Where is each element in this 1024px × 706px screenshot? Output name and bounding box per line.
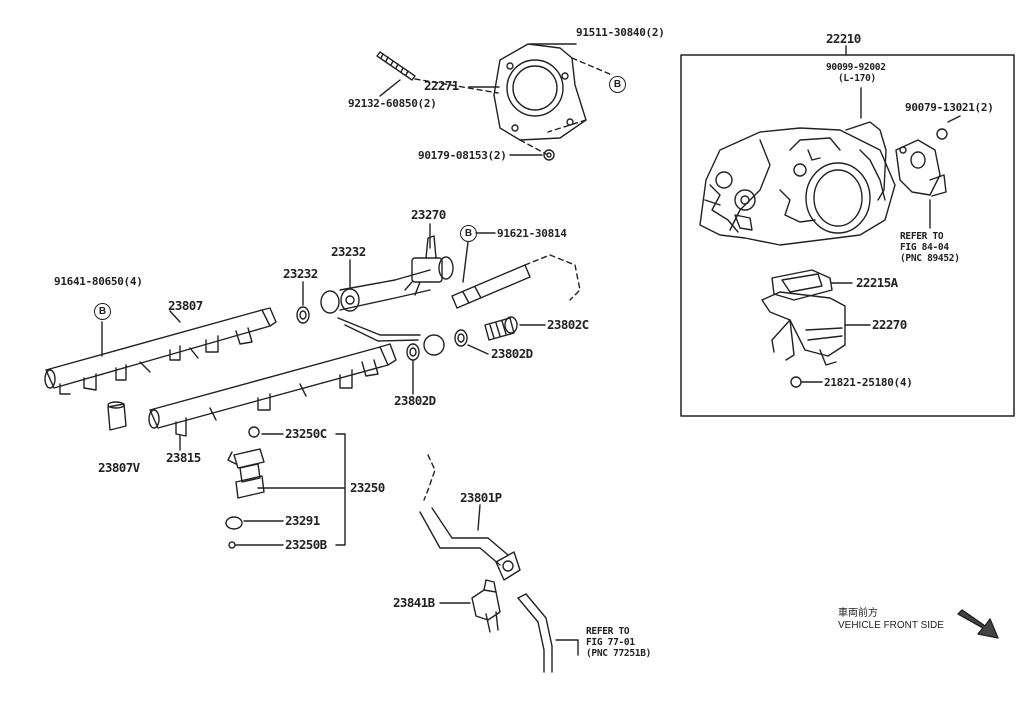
marker-b-left: B bbox=[94, 303, 111, 320]
nut-90179 bbox=[544, 150, 554, 160]
label-23841b[interactable]: 23841B bbox=[393, 595, 435, 610]
label-23802c[interactable]: 23802C bbox=[547, 317, 589, 332]
regulator-23270 bbox=[405, 236, 453, 295]
ref-fig77-line1: REFER TO bbox=[586, 626, 630, 637]
screw-90079 bbox=[937, 129, 947, 139]
injector-23250 bbox=[226, 427, 264, 548]
label-22270[interactable]: 22270 bbox=[872, 317, 907, 332]
throttle-body-22210 bbox=[700, 128, 895, 245]
ref-fig84-line1: REFER TO bbox=[900, 231, 944, 242]
label-23232-ring[interactable]: 23232 bbox=[283, 266, 318, 281]
fuel-rail-23815 bbox=[149, 344, 396, 436]
ref-fig84-line3: (PNC 89452) bbox=[900, 253, 960, 264]
air-valve-22270 bbox=[762, 292, 845, 365]
vacuum-hose bbox=[452, 255, 580, 308]
gasket-22271 bbox=[494, 44, 586, 140]
label-22215a[interactable]: 22215A bbox=[856, 275, 898, 290]
fuel-rail-23807 bbox=[45, 308, 276, 394]
throttle-sensor bbox=[896, 140, 946, 196]
gasket-23802d-b bbox=[407, 344, 419, 360]
marker-b-top: B bbox=[609, 76, 626, 93]
label-23291[interactable]: 23291 bbox=[285, 513, 320, 528]
label-90099-note: (L-170) bbox=[838, 73, 876, 84]
vehicle-front-en: VEHICLE FRONT SIDE bbox=[838, 620, 944, 631]
label-23250[interactable]: 23250 bbox=[350, 480, 385, 495]
label-23270[interactable]: 23270 bbox=[411, 207, 446, 222]
label-23801p[interactable]: 23801P bbox=[460, 490, 502, 505]
clamp-23841b bbox=[472, 580, 500, 632]
ref-fig84-line2[interactable]: FIG 84-04 bbox=[900, 242, 949, 253]
ring-23232a bbox=[297, 307, 309, 323]
fuel-pipe-23232 bbox=[321, 270, 430, 341]
gasket-23802d-a bbox=[455, 330, 467, 346]
label-22271[interactable]: 22271 bbox=[424, 78, 459, 93]
label-22210[interactable]: 22210 bbox=[826, 31, 861, 46]
label-23232-pipe[interactable]: 23232 bbox=[331, 244, 366, 259]
seal-23807v bbox=[108, 402, 126, 430]
ref-fig77-line2[interactable]: FIG 77-01 bbox=[586, 637, 635, 648]
label-23250c[interactable]: 23250C bbox=[285, 426, 327, 441]
label-90099-92002[interactable]: 90099-92002 bbox=[826, 62, 886, 73]
label-90079-13021[interactable]: 90079-13021(2) bbox=[905, 101, 994, 114]
label-23802d-upper[interactable]: 23802D bbox=[491, 346, 533, 361]
inset-frame bbox=[681, 55, 1014, 416]
front-arrow-icon bbox=[958, 610, 998, 638]
gasket-22215a bbox=[772, 270, 832, 300]
marker-b-mid: B bbox=[460, 225, 477, 242]
label-23807v[interactable]: 23807V bbox=[98, 460, 140, 475]
label-92132-60850[interactable]: 92132-60850(2) bbox=[348, 97, 437, 110]
label-23815[interactable]: 23815 bbox=[166, 450, 201, 465]
vehicle-front-jp: 車両前方 bbox=[838, 608, 878, 619]
label-23802d-lower[interactable]: 23802D bbox=[394, 393, 436, 408]
hose-90099 bbox=[846, 122, 886, 200]
label-23250b[interactable]: 23250B bbox=[285, 537, 327, 552]
fuel-pipe-fig77 bbox=[518, 594, 552, 672]
label-90179-08153[interactable]: 90179-08153(2) bbox=[418, 149, 507, 162]
label-21821-25180[interactable]: 21821-25180(4) bbox=[824, 376, 913, 389]
fuel-hose-23801p bbox=[420, 455, 520, 580]
union-bolt-23802c bbox=[485, 317, 517, 340]
label-91641-80650[interactable]: 91641-80650(4) bbox=[54, 275, 143, 288]
label-91621-30814[interactable]: 91621-30814 bbox=[497, 227, 567, 240]
ref-fig77-line3: (PNC 77251B) bbox=[586, 648, 652, 659]
label-23807[interactable]: 23807 bbox=[168, 298, 203, 313]
label-91511-30840[interactable]: 91511-30840(2) bbox=[576, 26, 665, 39]
bolt-21821 bbox=[791, 377, 801, 387]
stud-92132 bbox=[377, 52, 415, 80]
